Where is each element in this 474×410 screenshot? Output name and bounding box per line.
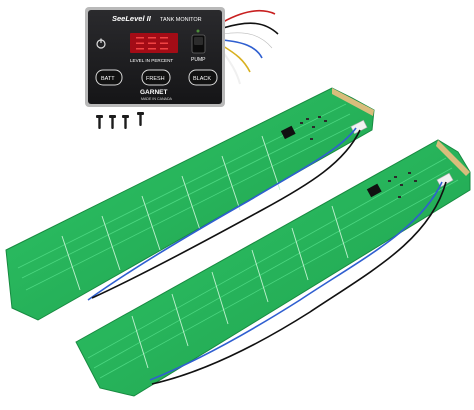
black-button-label: BLACK bbox=[193, 76, 211, 82]
made-in-label: MADE IN CANADA bbox=[141, 97, 173, 101]
mounting-screws bbox=[96, 112, 144, 129]
batt-button-label: BATT bbox=[101, 76, 115, 82]
strip-bottom-traces bbox=[87, 157, 459, 379]
strip-bottom-segments bbox=[131, 205, 349, 369]
strip-bottom-components bbox=[388, 172, 417, 198]
black-button: BLACK bbox=[188, 69, 218, 86]
brand-subtitle: TANK MONITOR bbox=[160, 17, 202, 23]
power-icon bbox=[96, 38, 106, 49]
fresh-button: FRESH bbox=[141, 69, 171, 86]
screw-icon bbox=[109, 115, 116, 129]
strip-top-segments bbox=[61, 135, 281, 291]
screw-icon bbox=[96, 115, 103, 129]
strip-bottom-chip bbox=[366, 183, 382, 198]
strip-top-chip bbox=[280, 125, 296, 140]
level-label: LEVEL IN PERCENT bbox=[130, 58, 173, 63]
pump-indicator-icon bbox=[196, 29, 200, 33]
display-segments bbox=[136, 37, 168, 50]
panel-wires bbox=[222, 9, 279, 85]
strip-top-components bbox=[300, 116, 327, 140]
strip-wires bbox=[87, 127, 447, 385]
brand-title: SeeLevel II bbox=[112, 14, 152, 23]
maker-logo: GARNET bbox=[140, 89, 167, 96]
tank-monitor-panel: SeeLevel II TANK MONITOR PUMP LEVEL IN bbox=[85, 7, 225, 107]
pump-label: PUMP bbox=[191, 57, 206, 63]
fresh-button-label: FRESH bbox=[146, 76, 165, 82]
screw-icon bbox=[122, 115, 129, 129]
batt-button: BATT bbox=[95, 69, 123, 86]
pump-switch-icon bbox=[191, 34, 206, 54]
screw-icon bbox=[137, 112, 144, 126]
sensor-strip-bottom bbox=[75, 139, 471, 397]
